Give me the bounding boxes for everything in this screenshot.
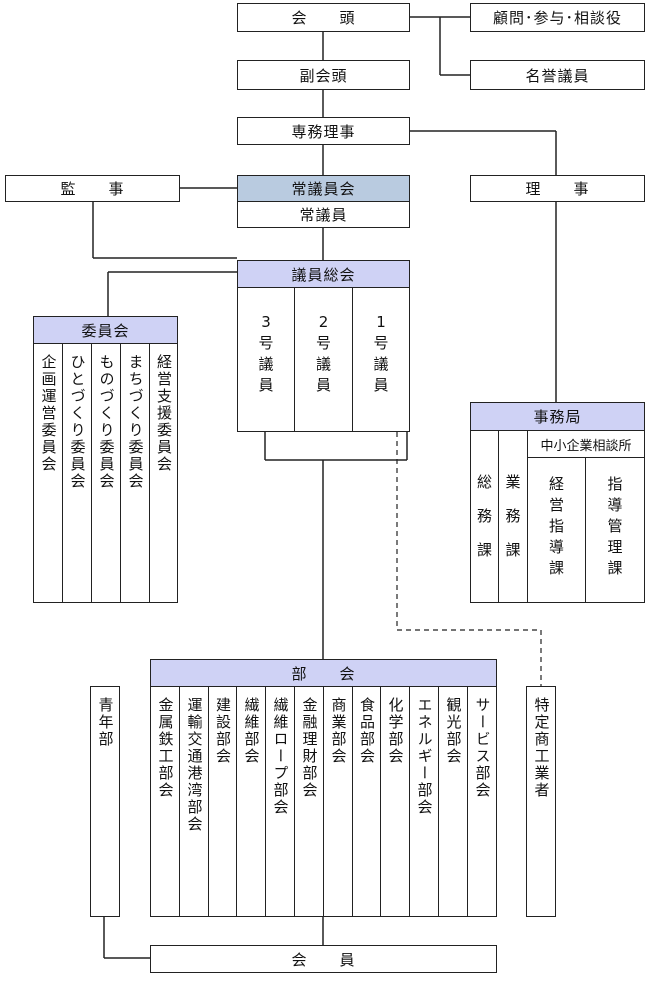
giin-rank-3-label: 3号議員 <box>258 313 274 394</box>
soumu-ka-label: 総務課 <box>476 473 492 559</box>
iinkai-item: ものづくり委員会 <box>91 343 121 603</box>
meiyo-giin-label: 名誉議員 <box>525 66 590 85</box>
iinkai-item: ひとづくり委員会 <box>62 343 92 603</box>
bukai-item: 金融理財部会 <box>294 686 324 917</box>
bukai-item-label: 金融理財部会 <box>300 697 319 799</box>
iinkai-header: 委員会 <box>33 316 178 344</box>
meiyo-giin-box: 名誉議員 <box>470 60 645 90</box>
bukai-item: 運輸交通港湾部会 <box>179 686 209 917</box>
kanji-label: 監 事 <box>60 180 125 198</box>
bukai-item: 商業部会 <box>323 686 353 917</box>
jogiin-label: 常議員 <box>299 206 348 224</box>
bukai-item-label: サービス部会 <box>473 697 492 799</box>
giin-rank-1: 1号議員 <box>352 287 410 432</box>
tokutei-shokogyosha-box: 特定商工業者 <box>526 686 556 917</box>
iinkai-item-label: 企画運営委員会 <box>39 354 58 473</box>
gyomu-ka-label: 業務課 <box>505 473 521 559</box>
bukai-item: 観光部会 <box>438 686 468 917</box>
bukai-item: 繊維ロープ部会 <box>265 686 295 917</box>
riji-box: 理 事 <box>470 175 645 202</box>
bukai-item-label: 観光部会 <box>444 697 463 765</box>
chusho-sodanjo-label: 中小企業相談所 <box>540 438 632 454</box>
shido-kanri-ka-label: 指導管理課 <box>607 475 623 577</box>
bukai-item-label: 商業部会 <box>329 697 348 765</box>
kanji-box: 監 事 <box>5 175 180 202</box>
senmu-riji-label: 専務理事 <box>291 122 356 141</box>
jogiinkai-label: 常議員会 <box>291 180 356 198</box>
keiei-shido-ka-label: 経営指導課 <box>548 475 564 577</box>
bukai-item-label: 繊維ロープ部会 <box>271 697 290 816</box>
jimukyoku-title: 事務局 <box>533 408 582 426</box>
giin-sokai-title: 議員総会 <box>291 265 356 284</box>
jimukyoku-header: 事務局 <box>470 402 645 431</box>
iinkai-title: 委員会 <box>81 321 130 340</box>
bukai-title: 部 会 <box>291 664 356 683</box>
iinkai-item-label: 経営支援委員会 <box>155 354 173 473</box>
bukai-item-label: エネルギー部会 <box>415 697 434 816</box>
soumu-ka: 総務課 <box>470 430 499 603</box>
iinkai-item: まちづくり委員会 <box>120 343 150 603</box>
shido-kanri-ka: 指導管理課 <box>585 457 645 603</box>
iinkai-item-label: ものづくり委員会 <box>97 354 116 490</box>
giin-sokai-header: 議員総会 <box>237 260 410 288</box>
iinkai-item-label: まちづくり委員会 <box>126 354 145 490</box>
chusho-sodanjo-box: 中小企業相談所 <box>527 430 645 458</box>
iinkai-item: 企画運営委員会 <box>33 343 63 603</box>
senmu-riji-box: 専務理事 <box>237 117 410 145</box>
kaiin-label: 会 員 <box>291 950 356 969</box>
gyomu-ka: 業務課 <box>498 430 528 603</box>
kaito-box: 会 頭 <box>237 3 410 32</box>
fuku-kaito-box: 副会頭 <box>237 60 410 90</box>
iinkai-item: 経営支援委員会 <box>149 343 178 603</box>
bukai-item-label: 建設部会 <box>214 697 232 765</box>
komon-box: 顧問･参与･相談役 <box>470 3 645 32</box>
bukai-item: 建設部会 <box>208 686 237 917</box>
bukai-item-label: 運輸交通港湾部会 <box>185 697 204 833</box>
giin-rank-2: 2号議員 <box>294 287 353 432</box>
tokutei-shokogyosha-label: 特定商工業者 <box>532 697 551 799</box>
iinkai-item-label: ひとづくり委員会 <box>68 354 87 490</box>
bukai-item-label: 繊維部会 <box>242 697 261 765</box>
riji-label: 理 事 <box>525 180 590 198</box>
kaiin-box: 会 員 <box>150 945 497 973</box>
keiei-shido-ka: 経営指導課 <box>527 457 586 603</box>
bukai-item-label: 化学部会 <box>386 697 405 765</box>
kaito-label: 会 頭 <box>291 9 356 27</box>
bukai-item-label: 食品部会 <box>358 697 376 765</box>
jogiinkai-header: 常議員会 <box>237 175 410 202</box>
bukai-item: サービス部会 <box>467 686 497 917</box>
bukai-item: 繊維部会 <box>236 686 266 917</box>
seinenbu-box: 青年部 <box>90 686 120 917</box>
fuku-kaito-label: 副会頭 <box>299 66 348 85</box>
giin-rank-1-label: 1号議員 <box>373 313 389 394</box>
komon-label: 顧問･参与･相談役 <box>492 9 622 27</box>
giin-rank-3: 3号議員 <box>237 287 295 432</box>
seinenbu-label: 青年部 <box>96 697 115 748</box>
jogiin-box: 常議員 <box>237 201 410 228</box>
bukai-header: 部 会 <box>150 659 497 687</box>
bukai-item: 化学部会 <box>380 686 410 917</box>
giin-rank-2-label: 2号議員 <box>315 313 331 394</box>
bukai-item: 食品部会 <box>352 686 381 917</box>
bukai-item: エネルギー部会 <box>409 686 439 917</box>
bukai-item-label: 金属鉄工部会 <box>156 697 175 799</box>
bukai-item: 金属鉄工部会 <box>150 686 180 917</box>
